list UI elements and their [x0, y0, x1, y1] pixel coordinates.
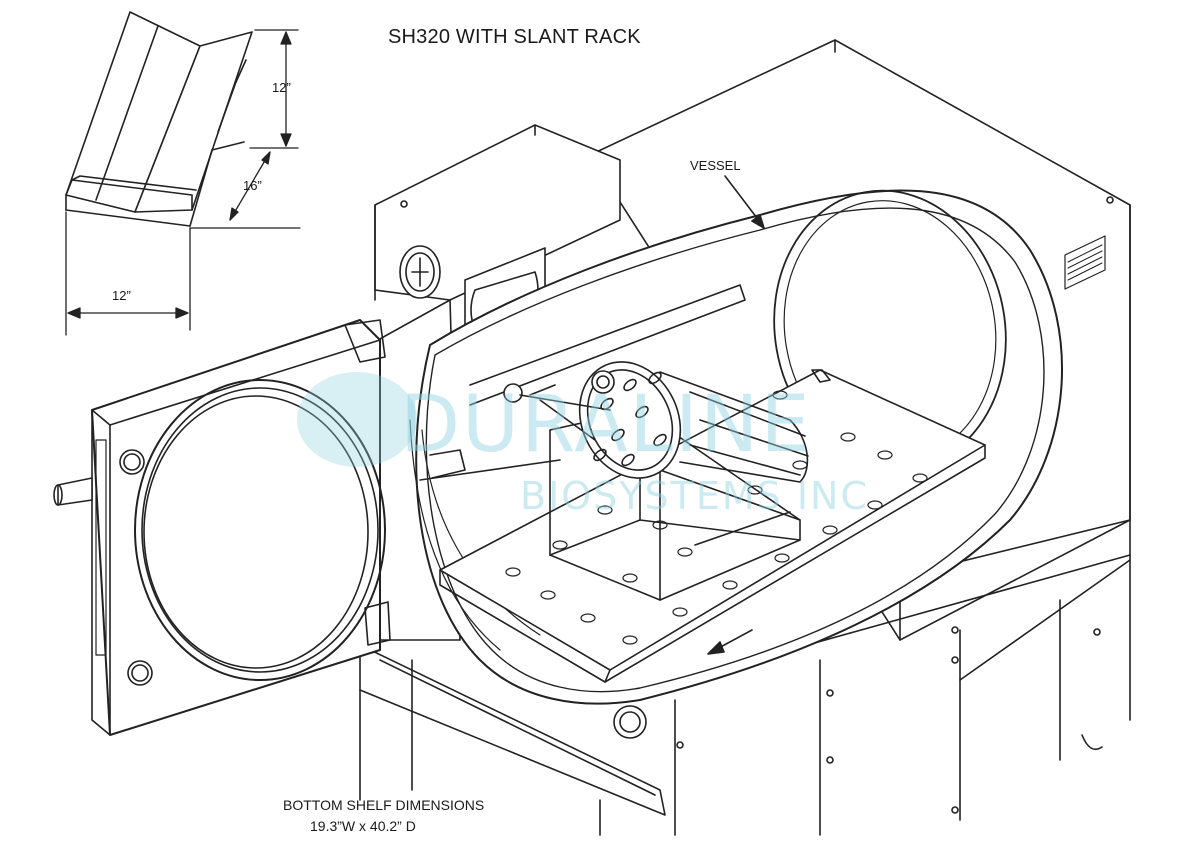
shelf-perforations	[505, 390, 928, 645]
watermark-line2: BIOSYSTEMS INC	[520, 474, 870, 518]
slant-rack-in-vessel	[549, 409, 801, 601]
watermark-line1: DURALINE	[400, 380, 812, 470]
vessel-callout: VESSEL	[690, 158, 741, 173]
watermark-logo-mark	[297, 372, 417, 467]
rack-height-dimension: 12”	[272, 80, 291, 95]
shelf-dimensions-value: 19.3”W x 40.2” D	[310, 818, 416, 834]
rack-width-dimension: 12”	[112, 288, 131, 303]
rack-depth-dimension: 16”	[243, 178, 262, 193]
bottom-shelf	[439, 369, 986, 683]
canister-tube-holder	[503, 361, 809, 483]
pressure-gauge	[399, 245, 441, 299]
inset-dimension-lines	[65, 29, 301, 336]
vessel-leader-arrow	[724, 175, 765, 229]
autoclave-door	[53, 319, 391, 736]
vessel-inner-rails	[419, 284, 746, 481]
shelf-dimensions-heading: BOTTOM SHELF DIMENSIONS	[283, 797, 485, 813]
slant-rack-inset	[65, 11, 253, 227]
shelf-slide-arrow	[707, 629, 753, 655]
diagram-title: SH320 WITH SLANT RACK	[388, 26, 641, 48]
